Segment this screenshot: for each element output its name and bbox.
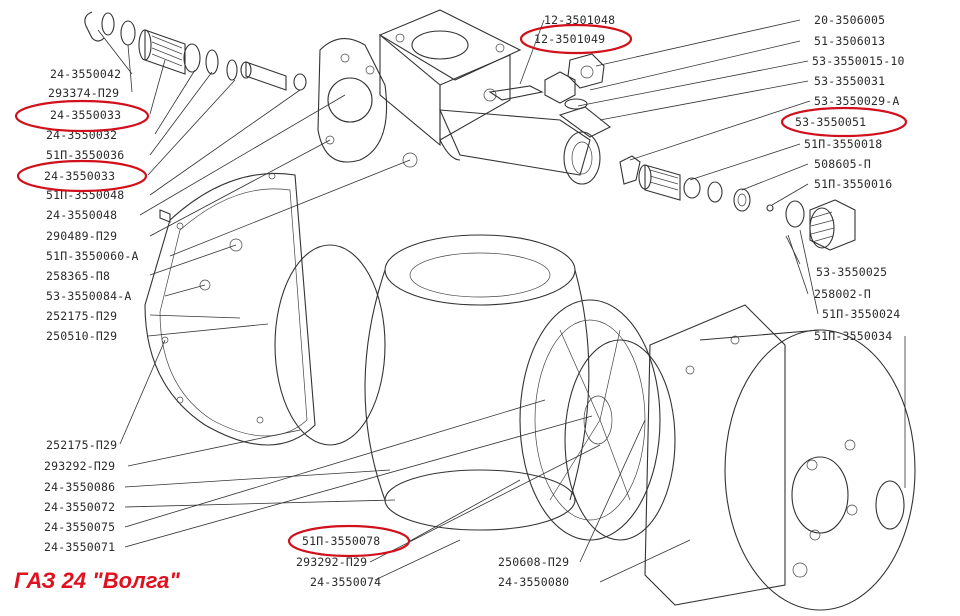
label-258002-p: 258002-П xyxy=(814,287,871,301)
label-293374-p29: 293374-П29 xyxy=(48,86,119,100)
label-53-3550015-10: 53-3550015-10 xyxy=(812,54,905,68)
label-24-3550048: 24-3550048 xyxy=(46,208,117,222)
cover-housing xyxy=(644,304,916,611)
pump-body xyxy=(317,9,612,185)
part-labels: 24-3550042 293374-П29 24-3550033 24-3550… xyxy=(44,13,905,589)
label-290489-p29: 290489-П29 xyxy=(46,229,117,243)
label-24-3550075: 24-3550075 xyxy=(44,520,115,534)
highlight-51p-3550078 xyxy=(287,524,411,558)
highlight-12-3501049 xyxy=(519,23,633,55)
label-24-3550042: 24-3550042 xyxy=(50,67,121,81)
label-24-3550033-b: 24-3550033 xyxy=(44,169,115,183)
label-51p-3550018: 51П-3550018 xyxy=(804,137,882,151)
cage-element xyxy=(519,299,676,541)
highlight-marks xyxy=(14,23,908,558)
label-51p-3550078: 51П-3550078 xyxy=(302,534,380,548)
label-53-3550084-a: 53-3550084-А xyxy=(46,289,131,303)
label-258365-p8: 258365-П8 xyxy=(46,269,110,283)
label-51p-3550036: 51П-3550036 xyxy=(46,148,124,162)
label-20-3506005: 20-3506005 xyxy=(814,13,885,27)
label-293292-p29-a: 293292-П29 xyxy=(44,459,115,473)
label-24-3550071: 24-3550071 xyxy=(44,540,115,554)
highlight-24-3550033-b xyxy=(16,159,148,193)
leader-lines xyxy=(97,19,906,583)
label-24-3550072: 24-3550072 xyxy=(44,500,115,514)
label-51p-3550016: 51П-3550016 xyxy=(814,177,892,191)
label-53-3550031: 53-3550031 xyxy=(814,74,885,88)
label-12-3501049: 12-3501049 xyxy=(534,32,605,46)
label-51p-3550060-a: 51П-3550060-А xyxy=(46,249,139,263)
label-250608-p29: 250608-П29 xyxy=(498,555,569,569)
label-24-3550086: 24-3550086 xyxy=(44,480,115,494)
label-53-3550029-a: 53-3550029-А xyxy=(814,94,899,108)
label-252175-p29-a: 252175-П29 xyxy=(46,309,117,323)
label-12-3501048: 12-3501048 xyxy=(544,13,615,27)
label-53-3550051: 53-3550051 xyxy=(795,115,866,129)
filter-drum xyxy=(364,234,590,531)
gasket-plate xyxy=(144,172,316,446)
label-508605-p: 508605-П xyxy=(814,157,871,171)
label-53-3550025: 53-3550025 xyxy=(816,265,887,279)
label-250510-p29: 250510-П29 xyxy=(46,329,117,343)
gasket-ring xyxy=(274,244,386,446)
parts-artwork xyxy=(84,9,916,611)
right-fitting-chain xyxy=(619,155,805,228)
label-24-3550074: 24-3550074 xyxy=(310,575,381,589)
label-24-3550080: 24-3550080 xyxy=(498,575,569,589)
label-51p-3550034: 51П-3550034 xyxy=(814,329,892,343)
label-293292-p29-b: 293292-П29 xyxy=(296,555,367,569)
label-252175-p29-b: 252175-П29 xyxy=(46,438,117,452)
adapter-group xyxy=(488,53,605,110)
highlight-24-3550033-a xyxy=(14,99,150,133)
label-51-3506013: 51-3506013 xyxy=(814,34,885,48)
label-24-3550033-a: 24-3550033 xyxy=(50,108,121,122)
highlight-53-3550051 xyxy=(780,106,908,138)
label-51p-3550024: 51П-3550024 xyxy=(822,307,900,321)
drain-plug xyxy=(809,199,856,251)
diagram-title: ГАЗ 24 "Волга" xyxy=(14,568,180,593)
